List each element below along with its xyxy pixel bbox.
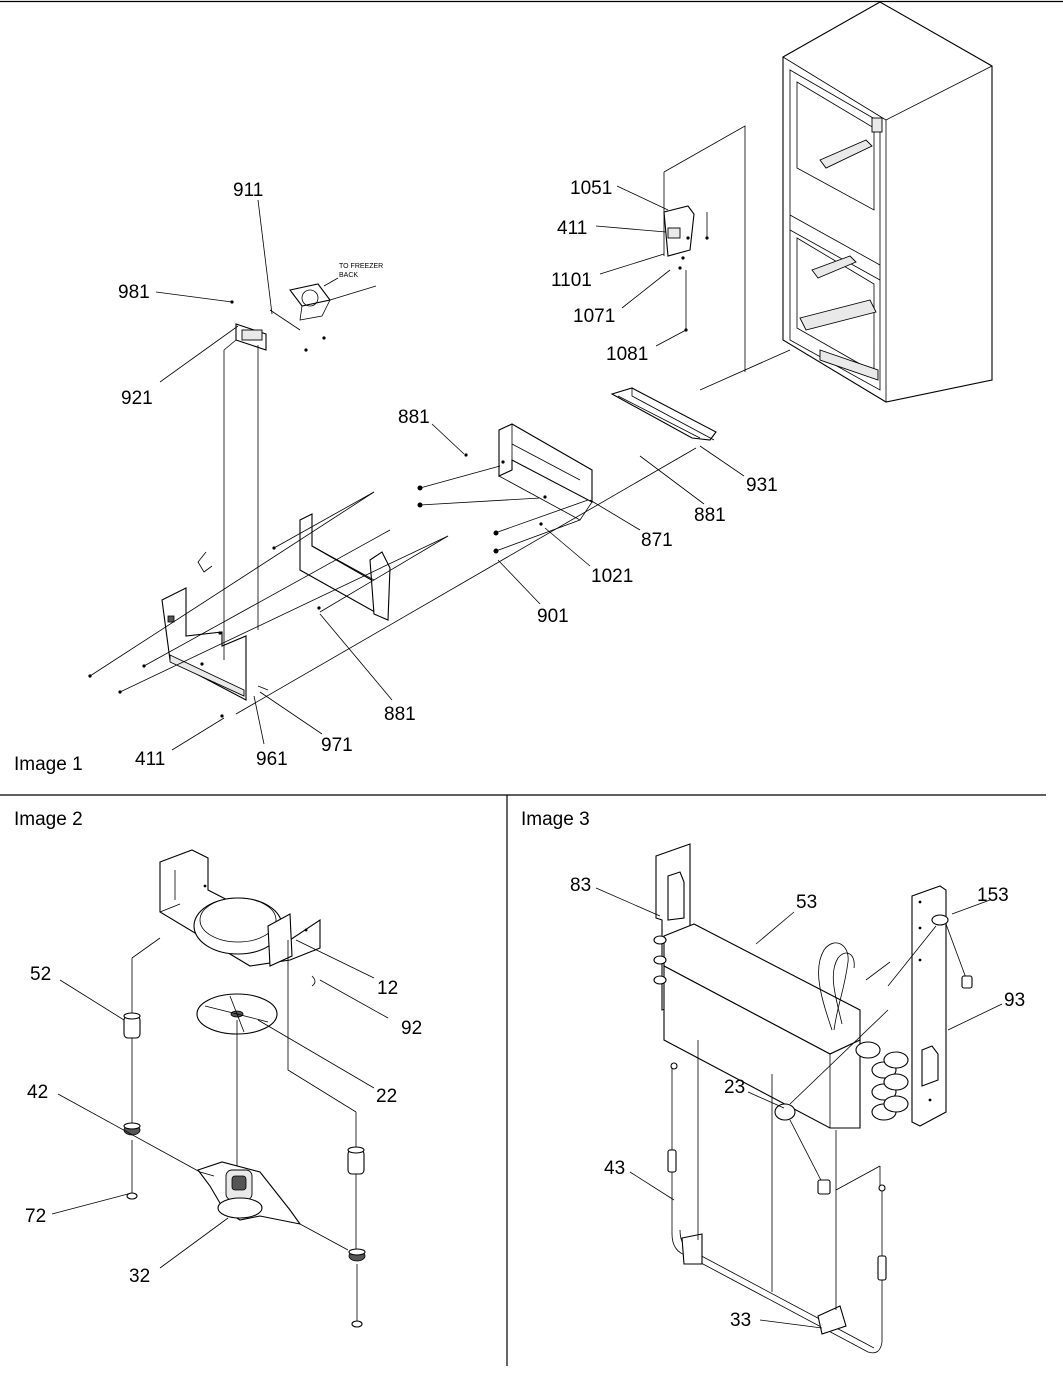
callout-881-b: 881 (694, 505, 726, 526)
callout-43: 43 (604, 1158, 625, 1179)
fan-bracket-12 (159, 849, 321, 967)
callout-92: 92 (401, 1018, 422, 1039)
callout-411-bottom: 411 (135, 749, 165, 770)
callout-871: 871 (641, 530, 673, 551)
image1-leaders (155, 185, 745, 751)
to-freezer-back-note-line1: TO FREEZER (339, 263, 383, 270)
callout-981: 981 (118, 282, 150, 303)
callout-153: 153 (977, 885, 1009, 906)
callout-1081: 1081 (606, 344, 648, 365)
image2-panel: Image 2 (14, 809, 422, 1328)
evaporator-53 (653, 843, 909, 1129)
callout-42: 42 (27, 1082, 48, 1103)
fan-blade-22 (196, 993, 278, 1170)
cabinet-trim-931 (235, 349, 791, 715)
mullion-bracket (272, 491, 449, 621)
defrost-heater-43 (667, 1040, 887, 1354)
image1-panel: Image 1 (14, 1, 993, 775)
defrost-terminator-23 (774, 1009, 889, 1195)
refrigerator-cabinet (782, 1, 993, 403)
callout-33: 33 (730, 1310, 751, 1331)
callout-72: 72 (25, 1206, 46, 1227)
image3-panel: Image 3 (521, 809, 1025, 1354)
callout-1071: 1071 (573, 306, 615, 327)
freezer-vent-assembly: TO FREEZER BACK (223, 263, 383, 660)
image1-title: Image 1 (14, 754, 83, 775)
callout-931: 931 (746, 475, 778, 496)
callout-881-c: 881 (384, 704, 416, 725)
image2-title: Image 2 (14, 809, 83, 830)
callout-921: 921 (121, 388, 153, 409)
callout-52: 52 (30, 964, 51, 985)
image3-callouts: 83 53 153 93 23 43 33 (570, 875, 1025, 1331)
callout-961: 961 (256, 749, 288, 770)
image3-title: Image 3 (521, 809, 590, 830)
callout-1101: 1101 (551, 270, 592, 291)
callout-901: 901 (537, 606, 569, 627)
callout-971: 971 (321, 735, 353, 756)
callout-1051: 1051 (570, 178, 612, 199)
callout-53: 53 (796, 892, 817, 913)
fan-motor-32 (197, 1161, 302, 1225)
evaporator-cover-871 (417, 423, 593, 554)
callout-911: 911 (233, 180, 263, 201)
callout-22: 22 (376, 1086, 397, 1107)
image3-leaders (595, 887, 1003, 1329)
mounting-hardware (123, 937, 366, 1328)
callout-12: 12 (377, 978, 398, 999)
callout-93: 93 (1004, 990, 1025, 1011)
callout-881-a: 881 (398, 407, 430, 428)
thermistor-153 (887, 914, 973, 989)
callout-23: 23 (724, 1077, 745, 1098)
image2-callouts: 12 92 52 22 42 72 32 (25, 964, 422, 1287)
image2-leaders (51, 939, 389, 1269)
control-bracket-assembly (663, 125, 746, 372)
callout-411-top: 411 (557, 218, 587, 239)
callout-32: 32 (129, 1266, 150, 1287)
callout-1021: 1021 (591, 566, 633, 587)
image1-callouts: 911 981 921 1051 411 1101 1071 1081 881 … (118, 178, 778, 770)
bottom-rail-assembly (88, 491, 449, 718)
to-freezer-back-note-line2: BACK (339, 272, 358, 279)
callout-83: 83 (570, 875, 591, 896)
